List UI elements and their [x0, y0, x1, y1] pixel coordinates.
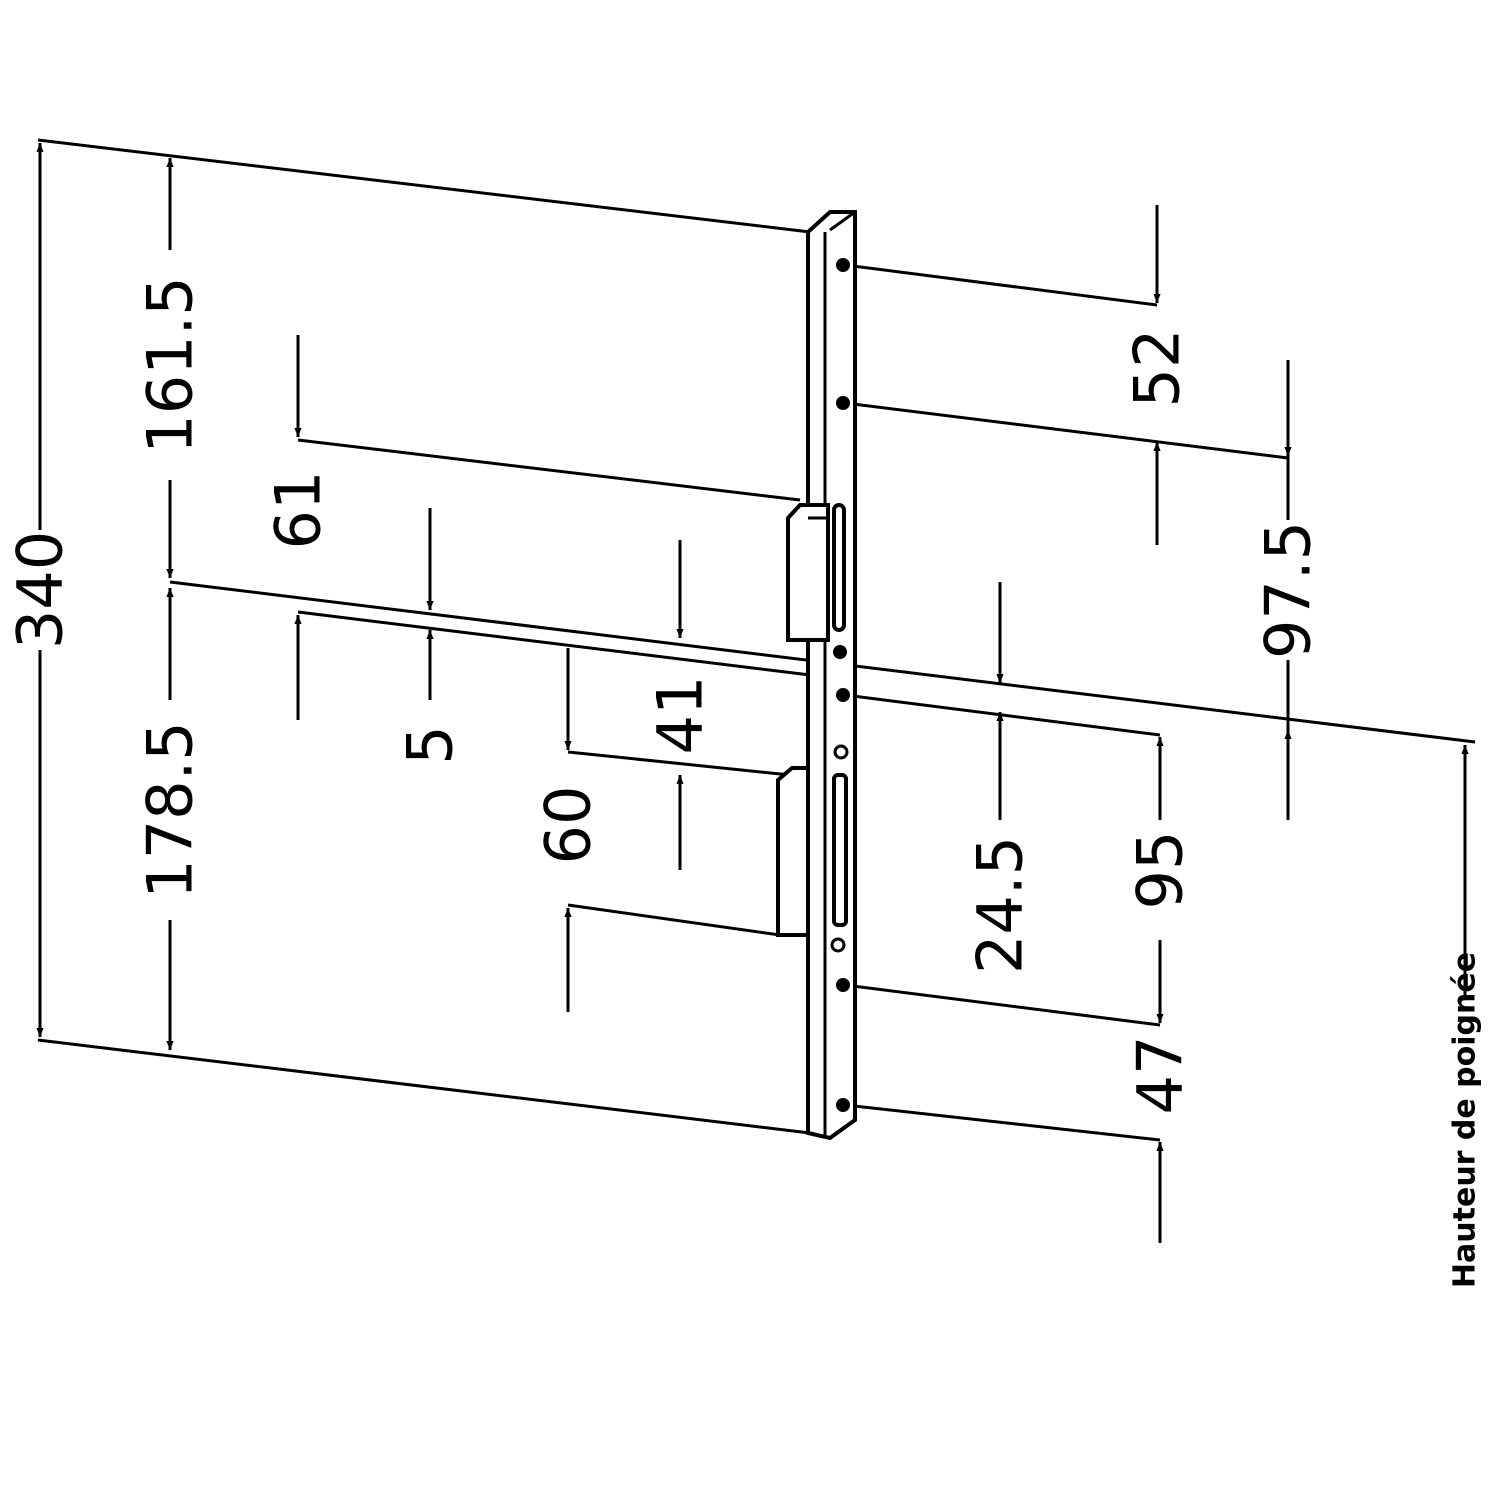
handle-height-label: Hauteur de poignée	[1448, 952, 1483, 1288]
dim-95: 95	[1124, 831, 1197, 910]
dim-47: 47	[1124, 1036, 1197, 1115]
dim-24-5: 24.5	[964, 836, 1037, 974]
screw-holes	[833, 258, 850, 1112]
dimension-labels: 340 161.5 178.5 61 5 41 60 52 97.5 24.5 …	[4, 255, 1483, 1288]
dim-340: 340	[4, 531, 77, 649]
lower-keeper	[776, 766, 810, 937]
dim-52: 52	[1121, 329, 1194, 408]
upper-latch-slot	[832, 503, 846, 632]
dim-97-5: 97.5	[1252, 521, 1325, 659]
upper-keeper	[786, 503, 830, 642]
dim-61: 61	[262, 471, 335, 550]
lower-latch-slot	[832, 773, 848, 927]
dim-161-5: 161.5	[134, 276, 207, 454]
dim-5: 5	[394, 725, 467, 764]
dim-60: 60	[532, 786, 605, 865]
strike-plate	[776, 210, 857, 1141]
dim-41: 41	[644, 676, 717, 755]
dimension-lines	[36, 143, 1469, 1243]
dim-178-5: 178.5	[134, 721, 207, 899]
